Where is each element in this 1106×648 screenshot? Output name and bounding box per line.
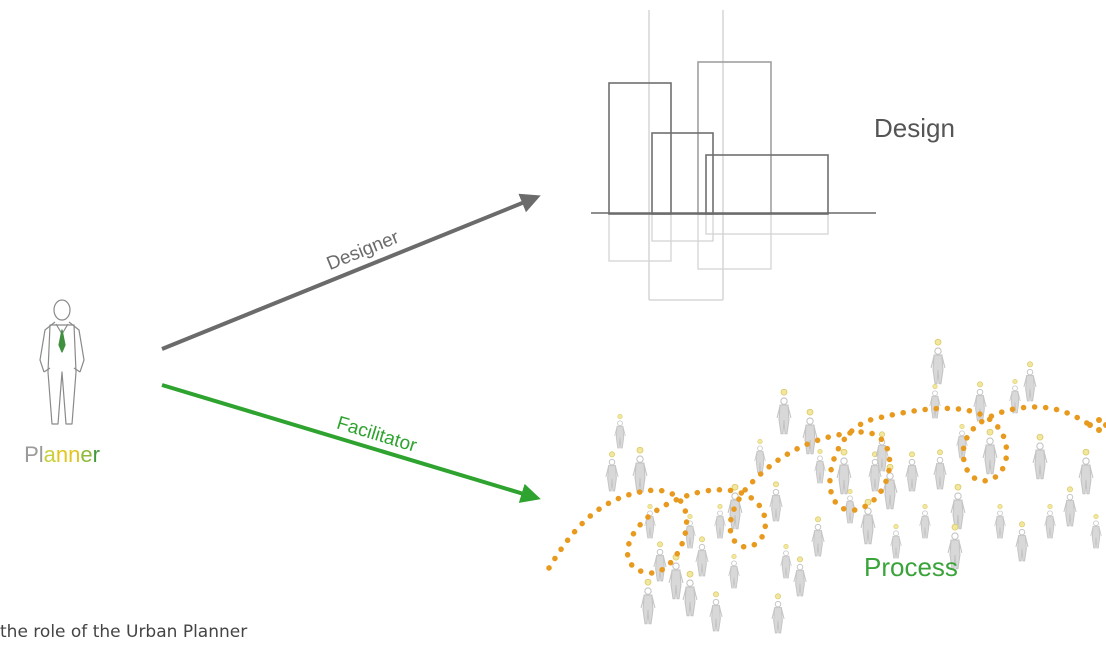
planner-label-part: nn [56, 442, 80, 467]
design-boxes-illustration [591, 10, 876, 301]
crowd-person-icon [933, 449, 947, 490]
crowd-person-icon [754, 438, 766, 474]
crowd-person-icon [1023, 361, 1037, 402]
caption: the role of the Urban Planner [0, 622, 248, 642]
crowd-person-icon [930, 338, 946, 385]
crowd-person-icon [919, 503, 931, 539]
designer-arrow [161, 193, 541, 351]
crowd-person-icon [780, 543, 792, 579]
process-path [546, 404, 1093, 576]
crowd-person-icon [811, 516, 825, 557]
crowd-person-icon [1090, 513, 1102, 549]
crowd-person-icon [875, 431, 889, 472]
crowd-person-icon [905, 451, 919, 492]
crowd-person-icon [929, 383, 941, 419]
crowd-person-icon [950, 483, 966, 530]
planner-label-part: e [80, 442, 92, 467]
facilitator-arrow [161, 383, 541, 503]
crowd-person-icon [605, 451, 619, 492]
crowd-person-icon [844, 488, 856, 524]
crowd-person-icon [860, 498, 876, 545]
crowd-person-icon [682, 570, 698, 617]
crowd-person-icon [793, 556, 807, 597]
crowd-person-icon [994, 503, 1006, 539]
planner-label: Planner [24, 442, 100, 467]
crowd-person-icon [1063, 486, 1077, 527]
crowd-person-icon [814, 448, 826, 484]
crowd-person-icon [769, 481, 783, 522]
design-label: Design [874, 113, 955, 143]
crowd-illustration [605, 338, 1102, 634]
crowd-person-icon [947, 523, 963, 570]
crowd-person-icon [695, 536, 709, 577]
planner-label-part: a [44, 442, 57, 467]
crowd-person-icon [982, 428, 998, 475]
crowd-person-icon [1044, 503, 1056, 539]
crowd-person-icon [1015, 521, 1029, 562]
crowd-person-icon [771, 593, 785, 634]
crowd-person-icon [776, 388, 792, 435]
crowd-person-icon [890, 523, 902, 559]
planner-figure-icon [39, 299, 85, 425]
crowd-person-icon [714, 503, 726, 539]
crowd-person-icon [614, 413, 626, 449]
planner-label-part: r [93, 442, 100, 467]
crowd-person-icon [653, 541, 667, 582]
crowd-person-icon [836, 448, 852, 495]
crowd-person-icon [709, 591, 723, 632]
crowd-person-icon [640, 578, 656, 625]
crowd-person-icon [1032, 433, 1048, 480]
crowd-person-icon [632, 446, 648, 493]
crowd-person-icon [1078, 448, 1094, 495]
process-path-end-cluster [1087, 417, 1106, 433]
crowd-person-icon [802, 408, 818, 455]
crowd-person-icon [728, 553, 740, 589]
planner-label-part: Pl [24, 442, 44, 467]
crowd-person-icon [956, 423, 968, 459]
process-label: Process [864, 552, 958, 582]
crowd-person-icon [644, 503, 656, 539]
